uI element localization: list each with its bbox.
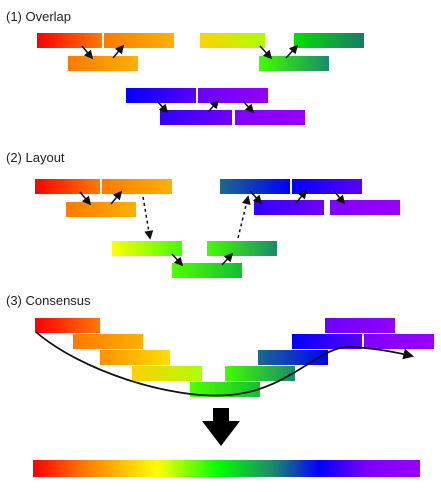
overlap-group-3 — [126, 88, 305, 125]
overlap-arrow — [242, 100, 255, 114]
read-bar — [73, 334, 143, 349]
read-bar — [225, 366, 295, 381]
read-bar — [220, 179, 290, 194]
overlap-arrow — [295, 189, 308, 204]
read-bar — [102, 179, 172, 194]
read-bar — [292, 179, 362, 194]
layout-dashed-arrow — [142, 196, 154, 240]
layout-title: (2) Layout — [6, 150, 65, 165]
read-bar — [160, 110, 232, 125]
overlap-arrow — [259, 45, 273, 60]
read-bar — [364, 334, 434, 349]
consensus-path-arrow — [35, 331, 415, 397]
layout-dashed-arrow — [237, 195, 251, 239]
overlap-arrow — [249, 190, 263, 205]
read-bar — [35, 179, 100, 194]
overlap-group-1 — [37, 33, 174, 71]
overlap-arrow — [112, 44, 125, 59]
read-bar — [258, 350, 328, 365]
read-bar — [200, 33, 265, 48]
overlap-arrow — [221, 252, 234, 266]
read-bar — [198, 88, 268, 103]
read-bar — [259, 56, 329, 71]
read-bar — [292, 334, 362, 349]
read-bar — [66, 202, 136, 217]
down-arrow-icon — [202, 408, 240, 446]
read-bar — [254, 200, 324, 215]
overlap-group-2 — [200, 33, 364, 71]
read-bar — [172, 263, 242, 278]
overlap-title: (1) Overlap — [6, 9, 71, 24]
read-bar — [325, 318, 395, 333]
layout-group-left — [35, 179, 172, 217]
read-bar — [294, 33, 364, 48]
read-bar — [132, 366, 202, 381]
read-bar — [104, 33, 174, 48]
read-bar — [68, 56, 138, 71]
overlap-arrow — [156, 100, 169, 114]
read-bar — [100, 350, 170, 365]
read-bar — [235, 110, 305, 125]
overlap-arrow — [171, 253, 184, 267]
read-bar — [35, 318, 100, 333]
layout-group-right — [220, 179, 400, 215]
read-bar — [207, 241, 277, 256]
overlap-arrow — [333, 190, 346, 205]
read-bar — [37, 33, 102, 48]
consensus-tiling — [35, 318, 434, 397]
consensus-title: (3) Consensus — [6, 293, 91, 308]
read-bar — [330, 200, 400, 215]
overlap-arrow — [110, 190, 123, 205]
read-bar — [112, 241, 182, 256]
overlap-arrow — [81, 45, 94, 60]
overlap-arrow — [207, 99, 220, 113]
overlap-arrow — [79, 191, 92, 206]
layout-group-center — [112, 241, 277, 278]
overlap-arrow — [285, 44, 299, 59]
consensus-sequence-bar — [33, 460, 420, 477]
read-bar — [126, 88, 196, 103]
